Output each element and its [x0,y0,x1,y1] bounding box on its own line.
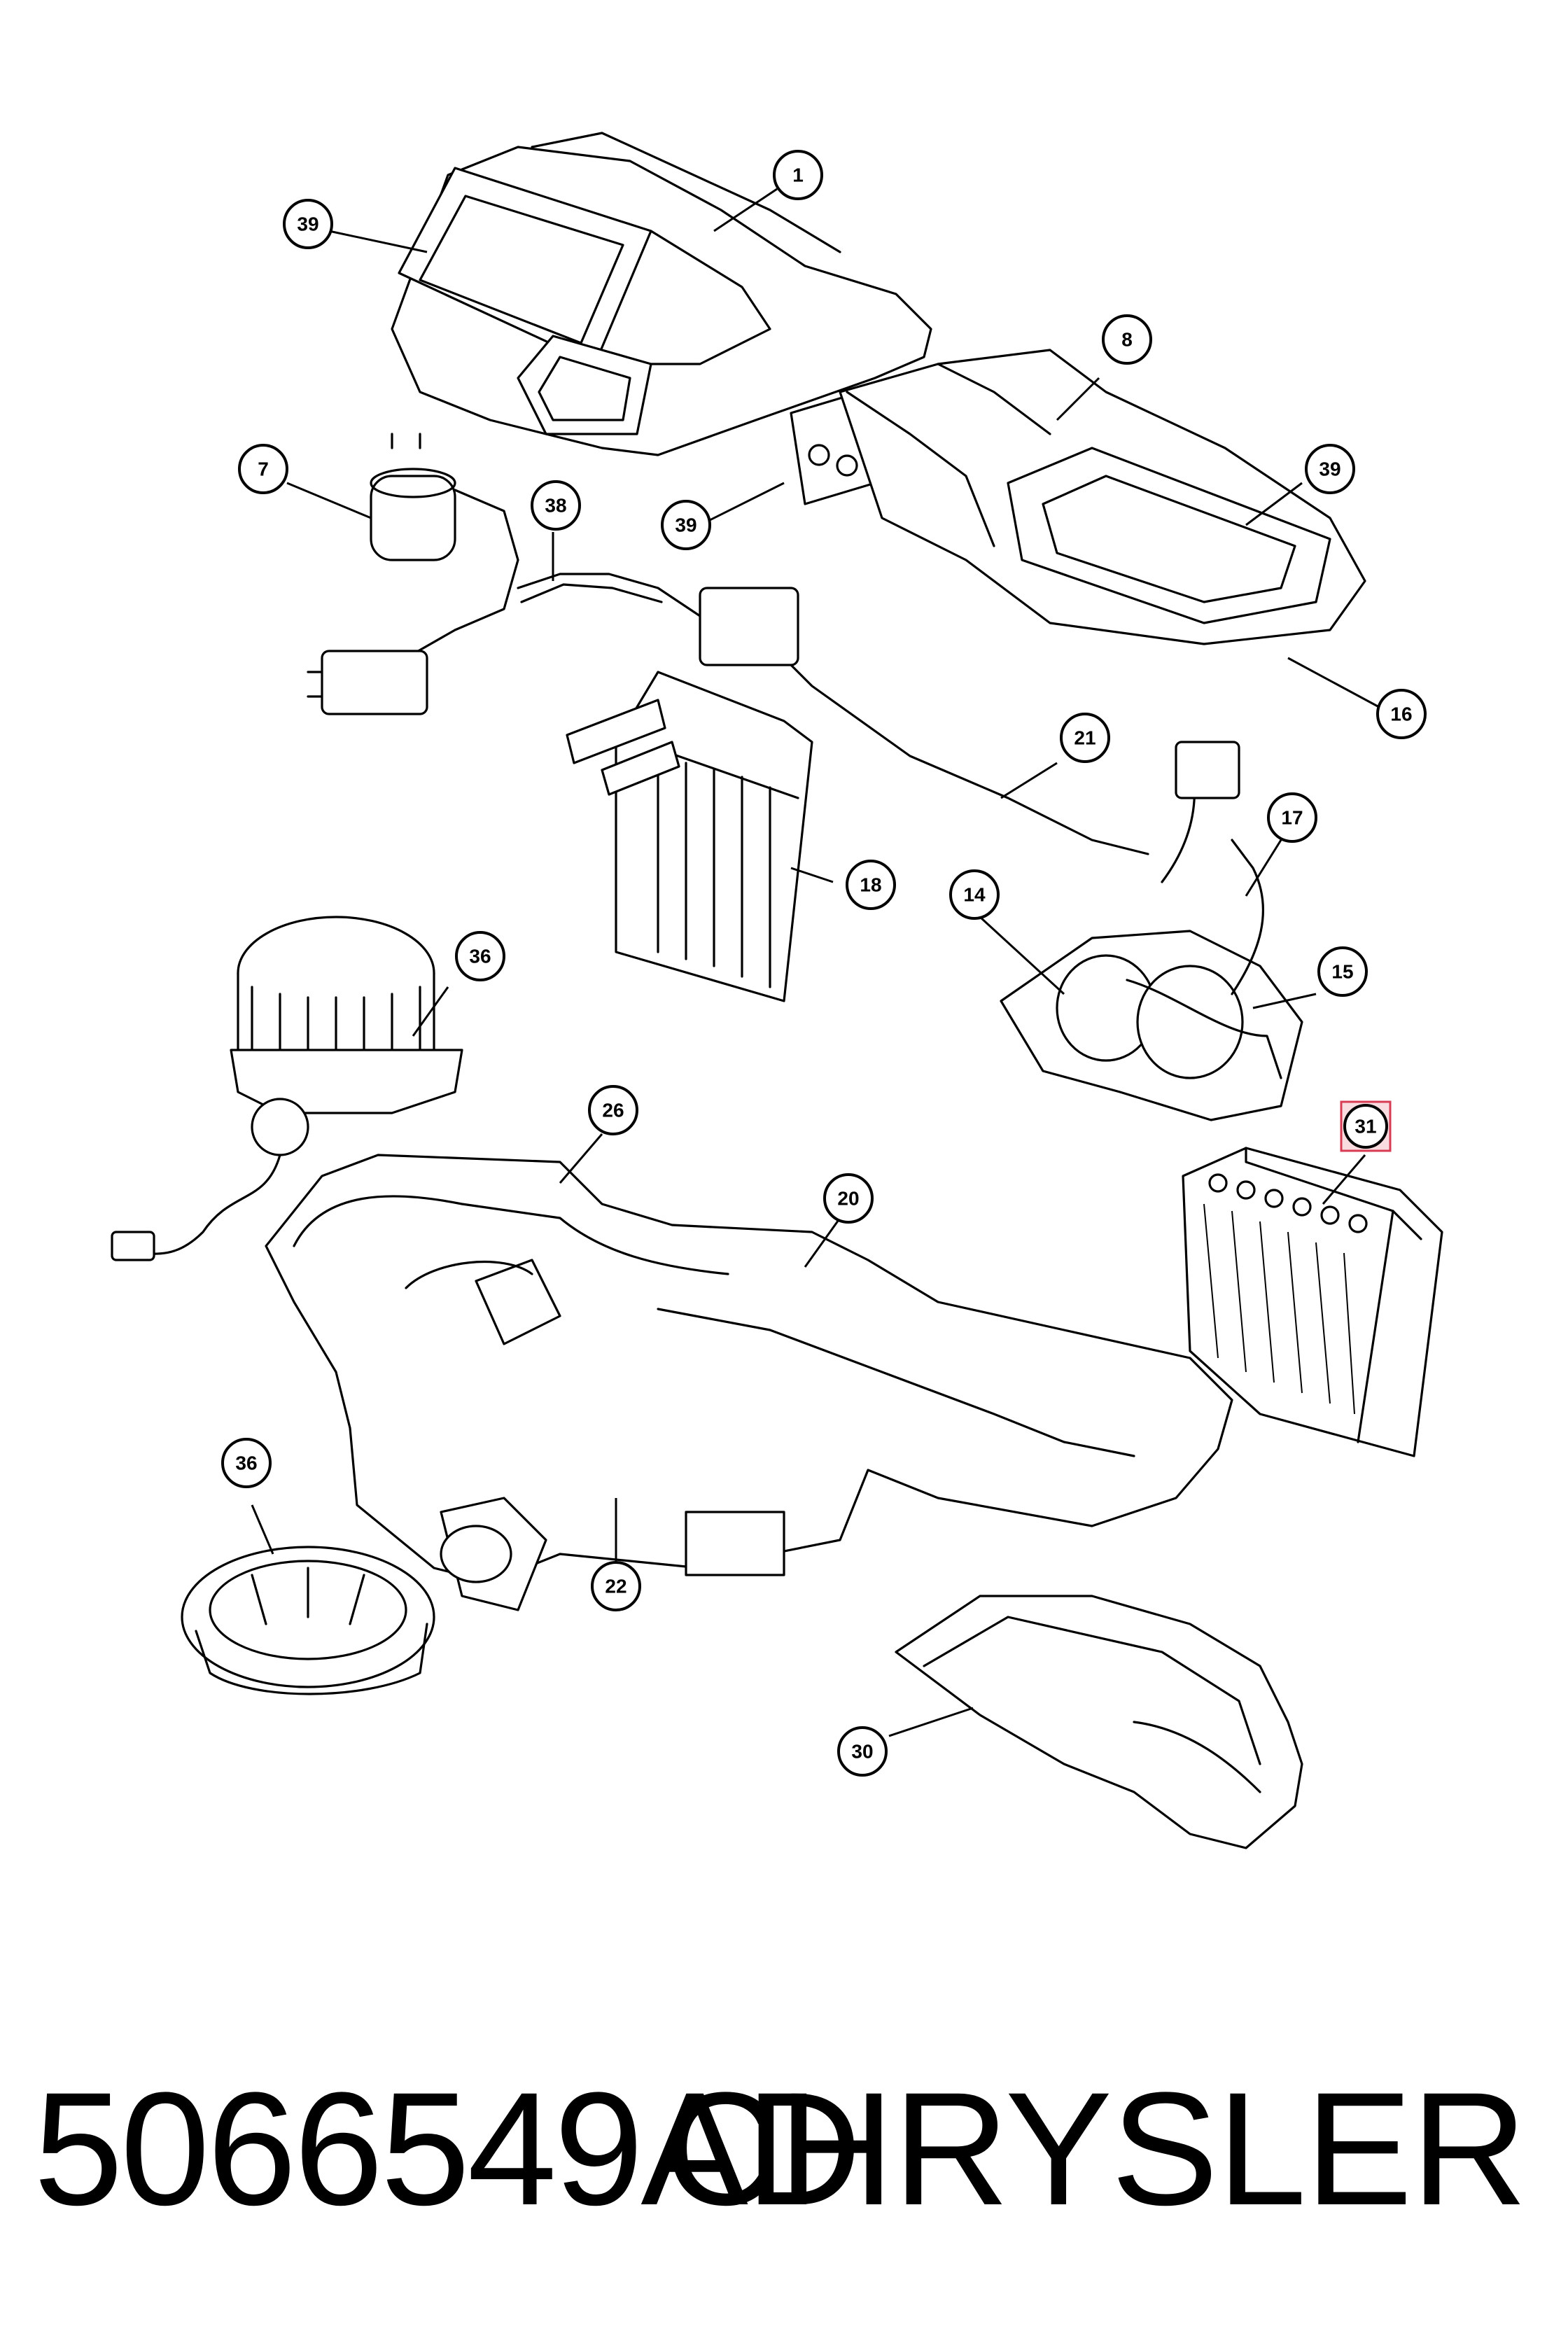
exploded-parts-diagram: 1 39 39 39 8 7 38 16 21 17 18 14 [111,132,1443,1849]
svg-text:36: 36 [235,1452,257,1474]
actuators-14-15 [1000,839,1303,1121]
svg-text:39: 39 [297,214,318,235]
svg-text:38: 38 [545,495,566,517]
lower-housing-assembly [265,1154,1233,1611]
wire-harness-38 [307,489,1240,883]
callout-1[interactable]: 1 [773,150,823,200]
callout-7[interactable]: 7 [238,444,288,494]
brand-label: CHRYSLER [663,2059,1527,2239]
callout-20[interactable]: 20 [823,1173,874,1224]
callout-17[interactable]: 17 [1267,792,1317,843]
evaporator-core-31 [1182,1147,1443,1457]
svg-text:1: 1 [792,164,804,186]
svg-text:39: 39 [1319,458,1340,480]
callout-14[interactable]: 14 [949,869,1000,920]
callout-18[interactable]: 18 [846,860,896,910]
blower-motor-36-upper [111,916,463,1261]
svg-text:36: 36 [469,946,491,967]
rear-duct-assembly [839,349,1366,645]
part-number-label: 5066549AD [34,2059,862,2239]
heater-core-18 [566,671,813,1002]
blower-housing-36-lower [181,1546,435,1695]
svg-text:8: 8 [1121,329,1133,351]
svg-text:21: 21 [1074,727,1096,749]
actuator-7 [370,433,456,561]
callout-31-highlighted[interactable]: 31 [1340,1100,1392,1152]
upper-duct-housing [391,132,932,505]
callout-15[interactable]: 15 [1317,946,1368,997]
callout-39-center[interactable]: 39 [661,500,711,550]
svg-text:17: 17 [1281,807,1303,829]
callout-22[interactable]: 22 [591,1561,641,1611]
footer-caption: 5066549AD CHRYSLER [0,2044,1568,2254]
svg-text:7: 7 [258,458,269,480]
svg-text:14: 14 [963,884,986,906]
svg-text:16: 16 [1390,704,1412,725]
callout-36-upper[interactable]: 36 [455,931,505,981]
svg-text:30: 30 [851,1741,873,1763]
leader-lines [251,188,1380,1737]
callout-16[interactable]: 16 [1376,689,1427,739]
svg-text:18: 18 [860,874,881,896]
callout-8[interactable]: 8 [1102,314,1152,365]
callout-30[interactable]: 30 [837,1726,888,1777]
svg-text:31: 31 [1354,1116,1376,1138]
callout-21[interactable]: 21 [1060,713,1110,763]
duct-30 [895,1595,1303,1849]
callout-39-top-left[interactable]: 39 [283,199,333,249]
svg-text:26: 26 [602,1100,624,1121]
callout-36-lower[interactable]: 36 [221,1438,272,1488]
callout-39-right[interactable]: 39 [1305,444,1355,494]
svg-text:20: 20 [837,1188,859,1210]
svg-text:39: 39 [675,514,696,536]
callout-26[interactable]: 26 [588,1085,638,1135]
callout-38[interactable]: 38 [531,480,581,531]
svg-text:22: 22 [605,1576,626,1597]
svg-text:15: 15 [1331,961,1353,983]
